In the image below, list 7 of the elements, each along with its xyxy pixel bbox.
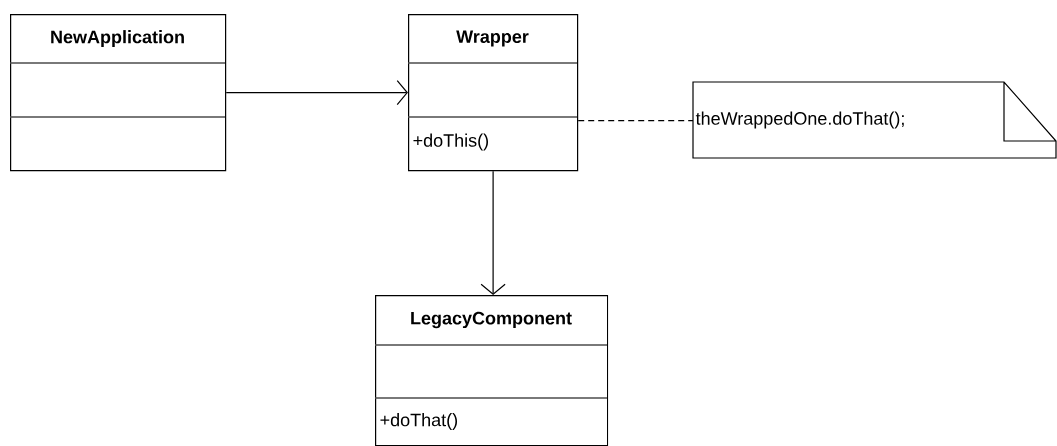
- arrow: [480, 170, 506, 295]
- dashed-line: [577, 120, 694, 122]
- class-box: Wrapper +doThis(): [407, 14, 579, 172]
- class-box: NewApplication: [9, 14, 227, 172]
- arrow: [225, 80, 408, 106]
- class-box: LegacyComponent +doThat(): [374, 295, 609, 446]
- note-box: theWrappedOne.doThat();: [692, 81, 1057, 159]
